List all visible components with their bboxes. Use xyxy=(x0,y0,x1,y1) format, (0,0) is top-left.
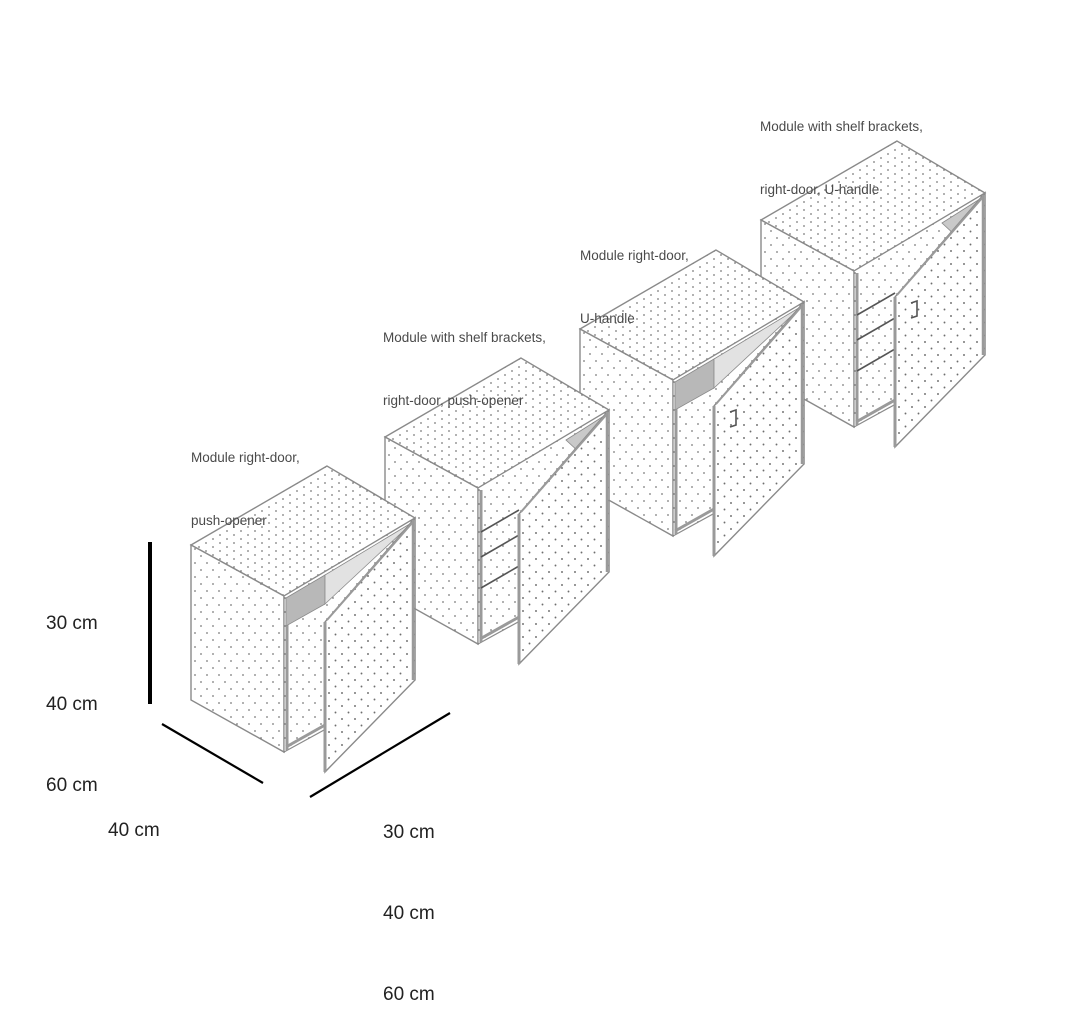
width-option-30: 30 cm xyxy=(383,822,435,843)
width-dimension-line xyxy=(309,712,451,798)
height-option-30: 30 cm xyxy=(46,613,98,634)
cabinet-modules-diagram xyxy=(148,139,987,798)
width-option-60: 60 cm xyxy=(383,984,435,1005)
height-option-60: 60 cm xyxy=(46,775,98,796)
depth-dimension-line xyxy=(161,723,264,784)
module-1-label: Module right-door, push-opener xyxy=(191,405,300,552)
depth-dimension-label: 40 cm xyxy=(108,763,160,871)
module-4-label: Module with shelf brackets, right-door, … xyxy=(760,74,923,221)
module-1-label-line1: Module right-door, xyxy=(191,450,300,465)
module-3-label-line1: Module right-door, xyxy=(580,248,689,263)
width-option-40: 40 cm xyxy=(383,903,435,924)
module-1-label-line2: push-opener xyxy=(191,513,267,528)
height-dimension-label: 30 cm 40 cm 60 cm xyxy=(46,556,98,826)
height-option-40: 40 cm xyxy=(46,694,98,715)
module-3-label-line2: U-handle xyxy=(580,311,635,326)
module-3-label: Module right-door, U-handle xyxy=(580,203,689,350)
width-dimension-label: 30 cm 40 cm 60 cm xyxy=(383,765,435,1035)
module-2-label-line2: right-door, push-opener xyxy=(383,393,524,408)
module-4-label-line2: right-door, U-handle xyxy=(760,182,880,197)
module-4-label-line1: Module with shelf brackets, xyxy=(760,119,923,134)
module-2-label-line1: Module with shelf brackets, xyxy=(383,330,546,345)
module-2-label: Module with shelf brackets, right-door, … xyxy=(383,285,546,432)
depth-value: 40 cm xyxy=(108,820,160,841)
